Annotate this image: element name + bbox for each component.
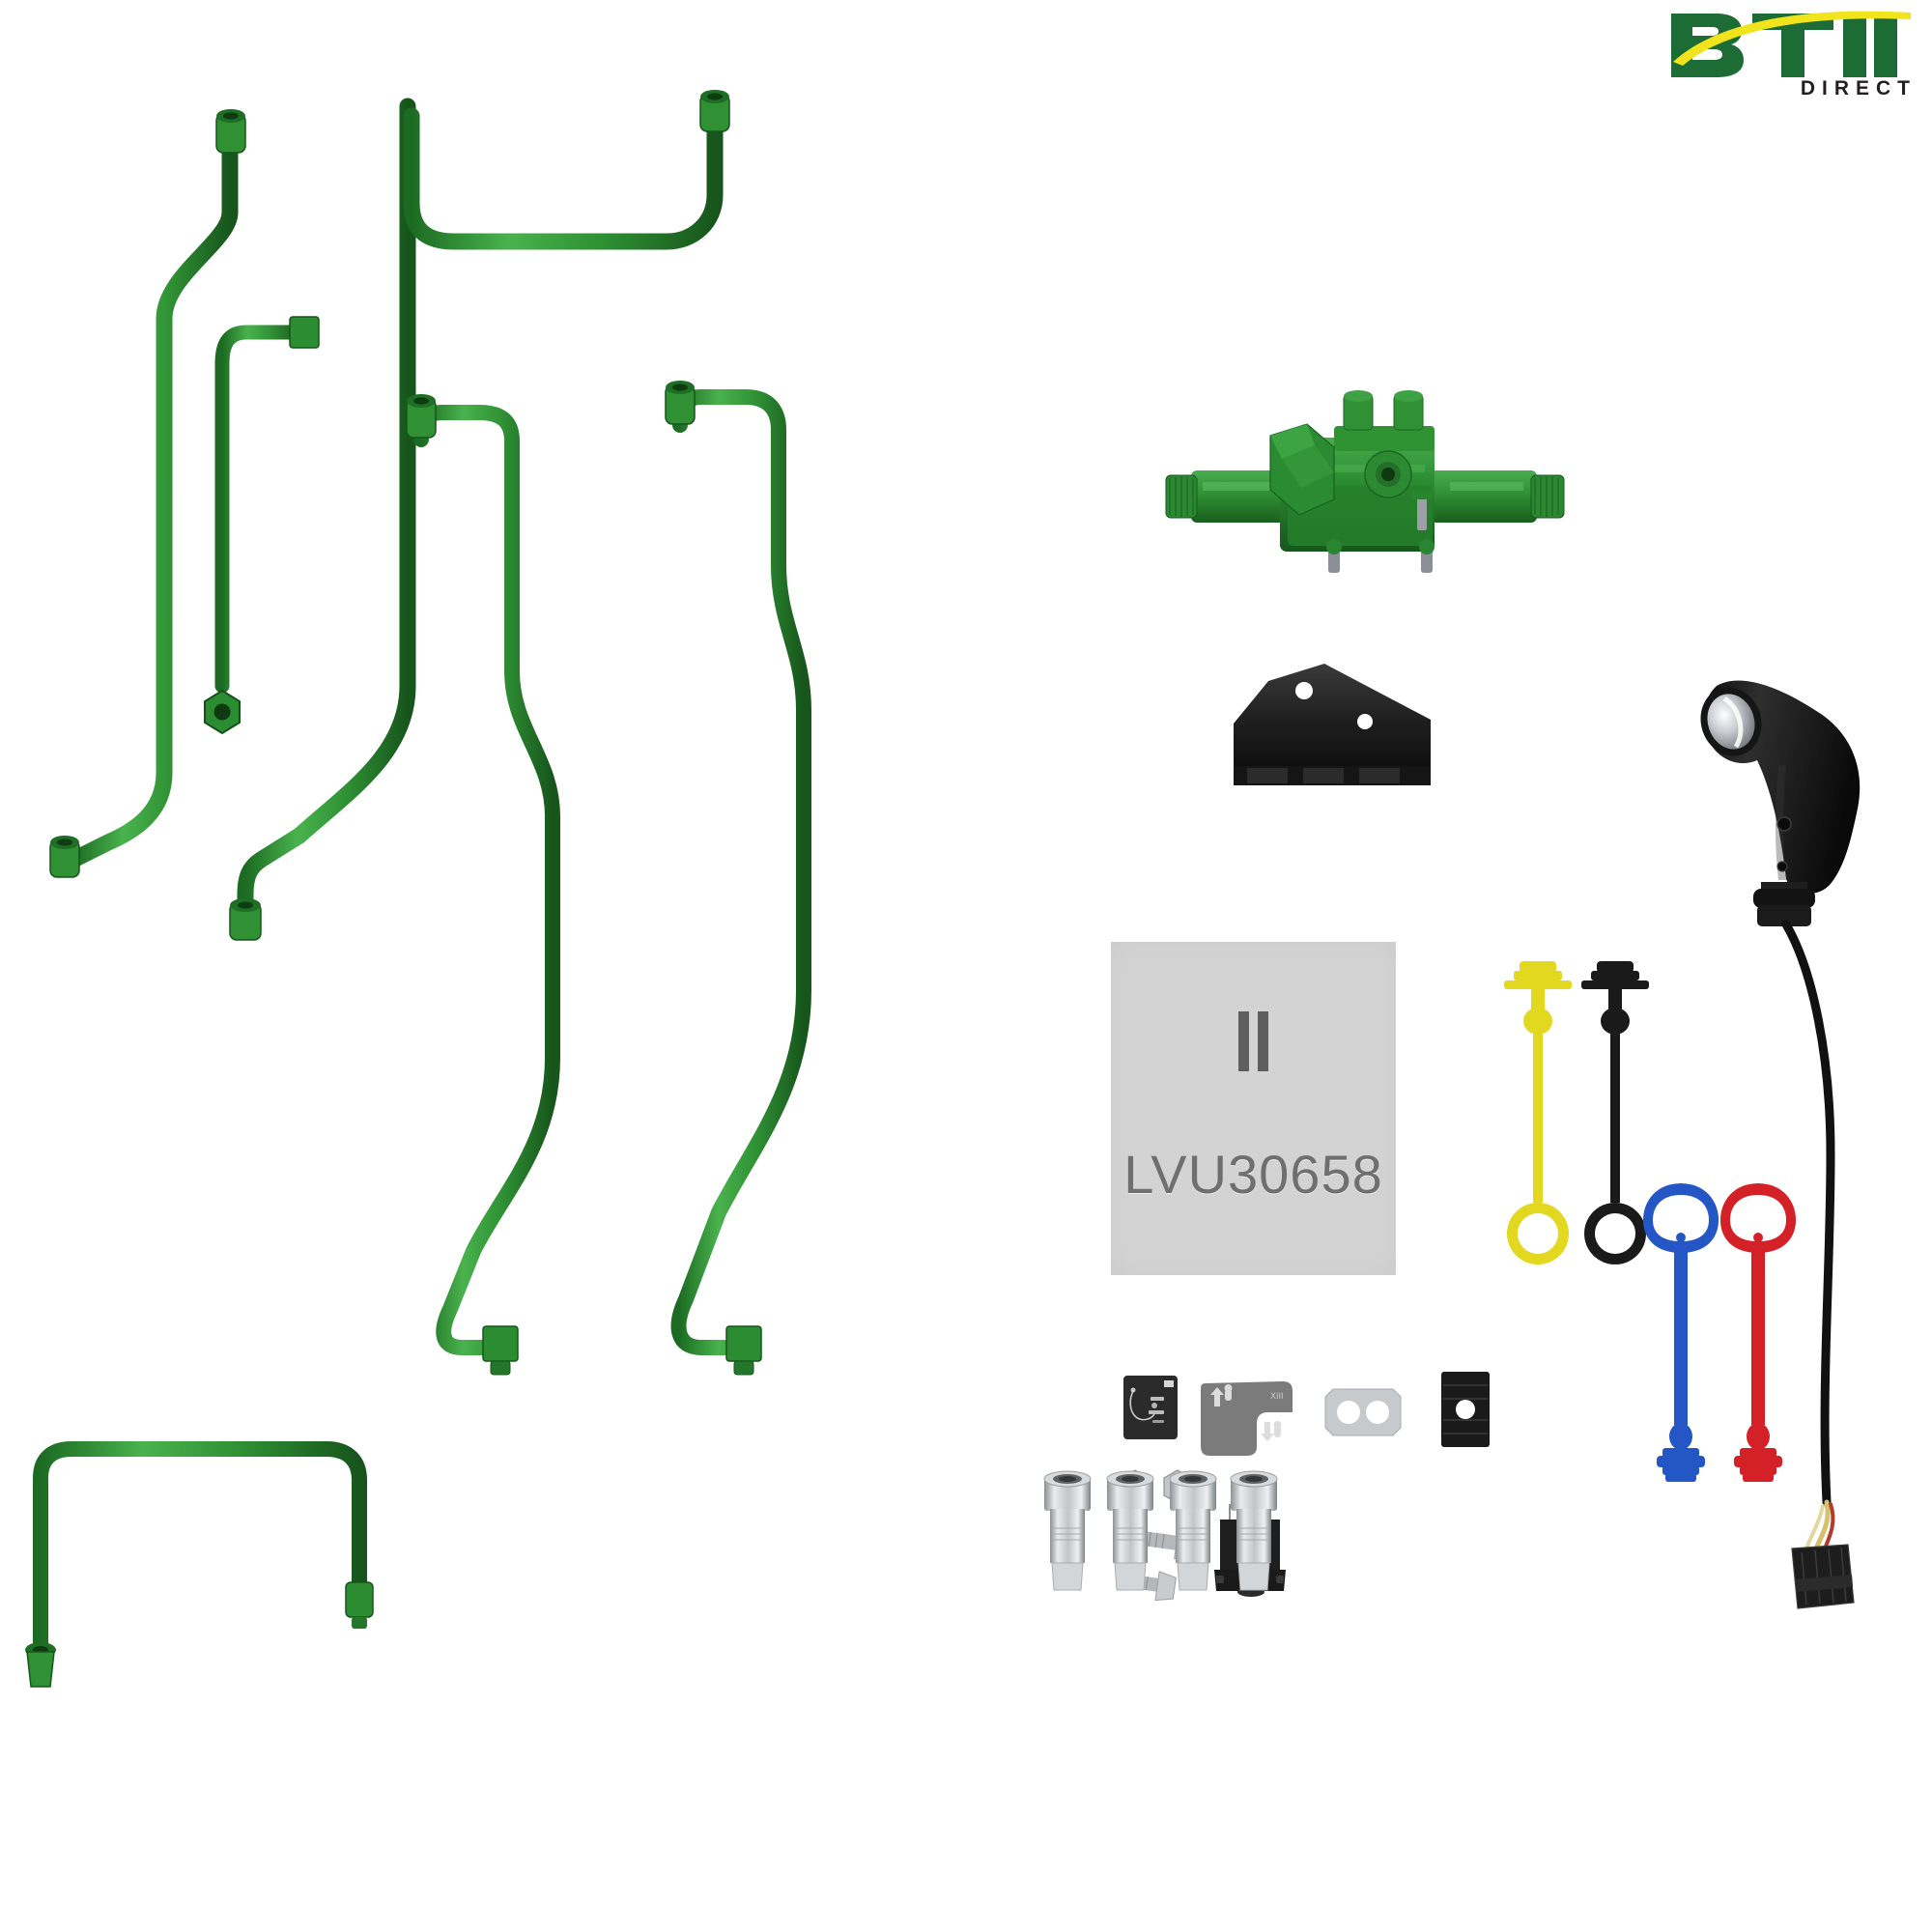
joystick-thumb-button: [1700, 687, 1762, 756]
two-hole-retainer-plate: [1321, 1385, 1405, 1439]
tube-block-fitting-bottom: [482, 1325, 519, 1376]
dust-plug-blue: [1637, 1174, 1744, 1497]
valve-top-port-left: [1343, 390, 1374, 431]
label-bar-1: [1238, 1011, 1249, 1071]
bti-logo-mark: [1671, 11, 1911, 77]
joystick-cable: [1781, 920, 1835, 1507]
hydraulic-tube-short-block-end: [193, 309, 367, 763]
mounting-bracket-plate: [1203, 652, 1473, 797]
valve-center-port: [1364, 450, 1412, 498]
hydraulic-quick-coupler: [1164, 1468, 1222, 1604]
joystick-control-handle: [1686, 652, 1932, 1657]
hydraulic-tube-bottom-u: [19, 1420, 425, 1758]
tube-fitting-bottom-left: [25, 1642, 56, 1688]
joystick-wire-bundle: [1805, 1499, 1835, 1550]
instruction-decal-black: [1123, 1376, 1178, 1439]
hydraulic-tube-center-long: [386, 382, 647, 1425]
hydraulic-tube-top-cross: [386, 87, 792, 299]
hydraulic-tube-tall-right-bend: [193, 87, 483, 956]
hydraulic-quick-coupler: [1225, 1468, 1283, 1604]
operation-decal-gray: XIII: [1193, 1376, 1299, 1463]
logo-subtitle: DIRECT: [1800, 77, 1917, 99]
joystick-collar: [1753, 889, 1815, 908]
hydraulic-tube-right-long: [638, 372, 908, 1435]
tube-fitting-bottom: [49, 836, 80, 878]
part-number-text: LVU30658: [1123, 1144, 1383, 1205]
tube-elbow-fitting: [229, 898, 262, 941]
tube-fitting-right-top: [699, 90, 730, 132]
tube-fitting-top: [215, 109, 246, 154]
dust-plug-black: [1570, 961, 1695, 1270]
bti-direct-logo: DIRECT: [1667, 8, 1918, 114]
svg-text:XIII: XIII: [1270, 1391, 1284, 1401]
label-symbol: [1238, 1011, 1268, 1071]
hydraulic-quick-coupler: [1038, 1468, 1096, 1604]
valve-mount-studs: [1326, 539, 1435, 573]
tube-hex-nut: [204, 689, 241, 735]
hydraulic-quick-coupler: [1101, 1468, 1159, 1604]
valve-relief-stud: [1411, 490, 1433, 530]
black-clamp-block: [1439, 1370, 1492, 1449]
joystick-screw-lower: [1776, 861, 1788, 872]
joystick-electrical-connector: [1791, 1544, 1855, 1609]
hydraulic-tube-long-left: [19, 97, 309, 889]
dust-plug-red: [1715, 1174, 1821, 1497]
joystick-screw-upper: [1776, 816, 1792, 832]
selective-control-valve-assembly: [1145, 382, 1589, 604]
tube-fitting-upper-left-2: [665, 381, 696, 425]
tube-fitting-upper-left: [406, 394, 437, 439]
tube-fitting-bottom-right: [345, 1581, 374, 1629]
valve-spool-right: [1431, 470, 1565, 523]
valve-angled-lever: [1269, 423, 1335, 516]
valve-top-port-right: [1393, 390, 1424, 431]
tube-block-fitting-bottom-2: [725, 1325, 762, 1376]
part-number-label: LVU30658: [1111, 942, 1396, 1275]
tube-block-fitting: [289, 316, 320, 349]
dust-plug-yellow: [1492, 961, 1618, 1270]
label-bar-2: [1258, 1011, 1268, 1071]
